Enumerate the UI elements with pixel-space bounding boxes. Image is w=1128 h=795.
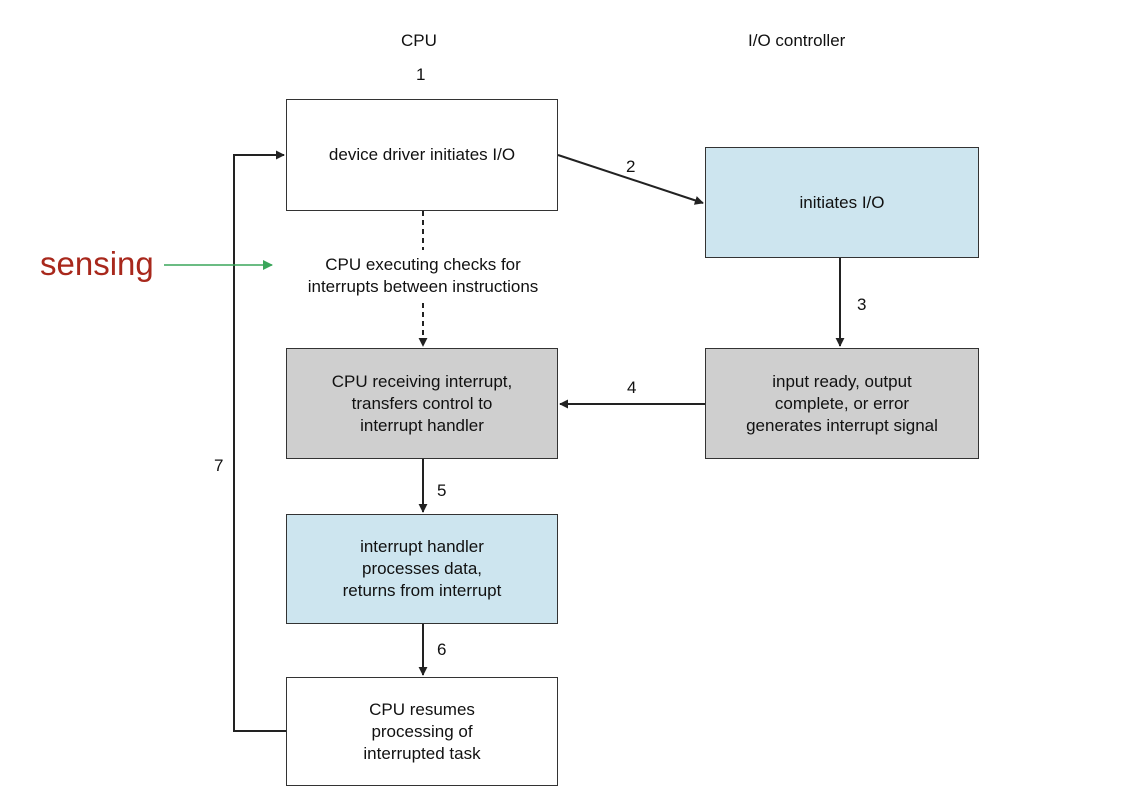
step-7-label: 7 [214,456,224,475]
step-1-label: 1 [416,65,426,84]
arrow-step-2 [557,154,704,205]
box-cpu-receiving: CPU receiving interrupt, transfers contr… [286,348,558,459]
step-3-label: 3 [857,295,867,314]
step-2-label: 2 [626,157,636,176]
step-6-label: 6 [437,640,447,659]
box-initiates-io: initiates I/O [705,147,979,258]
box-interrupt-handler: interrupt handler processes data, return… [286,514,558,624]
sensing-annotation: sensing [40,245,154,282]
cpu-executing-text: CPU executing checks for interrupts betw… [307,255,539,296]
box-cpu-receiving-text: CPU receiving interrupt, transfers contr… [331,371,513,435]
box-device-driver-text: device driver initiates I/O [328,145,516,164]
step-4-label: 4 [627,378,637,397]
box-cpu-resumes: CPU resumes processing of interrupted ta… [286,677,558,786]
box-initiates-io-text: initiates I/O [799,192,885,212]
box-cpu-resumes-text: CPU resumes processing of interrupted ta… [363,699,481,763]
step-5-label: 5 [437,481,447,500]
box-interrupt-handler-text: interrupt handler processes data, return… [342,537,502,600]
box-interrupt-signal: input ready, output complete, or error g… [705,348,979,459]
box-device-driver: device driver initiates I/O [286,99,558,211]
box-interrupt-signal-text: input ready, output complete, or error g… [746,371,938,435]
cpu-header: CPU [401,31,437,50]
io-controller-header: I/O controller [748,31,846,50]
arrow-step-7-loop [233,150,286,732]
